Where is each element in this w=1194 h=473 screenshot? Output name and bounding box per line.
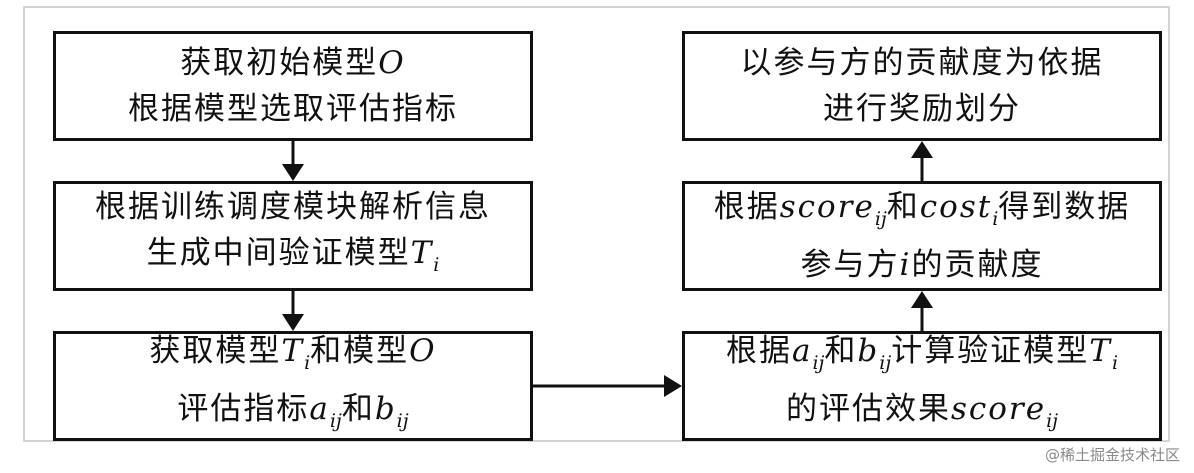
step-5-var-i: i bbox=[899, 247, 912, 283]
arrowhead-up-1 bbox=[911, 291, 933, 308]
step-3-text-b: 和模型 bbox=[310, 333, 410, 369]
step-4-text-c: 计算验证模型 bbox=[891, 333, 1090, 369]
step-1-text: 获取初始模型 bbox=[180, 45, 379, 81]
arrowhead-down-1 bbox=[282, 164, 304, 181]
step-3-sub-i: i bbox=[304, 352, 311, 374]
step-4-sub-ij: ij bbox=[812, 352, 825, 374]
arrowhead-right bbox=[664, 375, 682, 397]
arrowhead-up-2 bbox=[911, 141, 933, 158]
step-3-var-a: a bbox=[309, 391, 330, 427]
step-4-sub-i: i bbox=[1111, 352, 1119, 374]
step-3-text-a: 获取模型 bbox=[149, 333, 282, 369]
step-3-line-2: 评估指标aij和bij bbox=[177, 386, 408, 444]
step-3-sub-ij-2: ij bbox=[396, 410, 409, 432]
step-4-sub-ij-2: ij bbox=[879, 352, 892, 374]
step-5-text-d: 参与方 bbox=[800, 247, 900, 283]
step-5-text-b: 和 bbox=[886, 189, 920, 225]
step-2-sub: i bbox=[433, 254, 440, 276]
step-3-sub-ij: ij bbox=[329, 410, 342, 432]
step-contribution: 根据scoreij和costi得到数据 参与方i的贡献度 bbox=[682, 181, 1162, 291]
step-4-text-d: 的评估效果 bbox=[785, 391, 951, 427]
step-4-var-a: a bbox=[791, 333, 813, 369]
step-3-var-t: T bbox=[281, 333, 305, 369]
step-5-sub-i: i bbox=[992, 208, 999, 230]
step-6-line-1: 以参与方的贡献度为依据 bbox=[740, 45, 1104, 81]
step-4-text-a: 根据 bbox=[725, 333, 792, 369]
step-get-metrics: 获取模型Ti和模型O 评估指标aij和bij bbox=[53, 331, 533, 441]
step-5-line-1: 根据scoreij和costi得到数据 bbox=[714, 184, 1131, 242]
step-2-line-2: 生成中间验证模型Ti bbox=[147, 230, 440, 288]
step-compute-score: 根据aij和bij计算验证模型Ti 的评估效果scoreij bbox=[682, 331, 1162, 441]
step-4-var-score: score bbox=[950, 391, 1047, 427]
step-3-text-d: 和 bbox=[341, 391, 375, 427]
arrowhead-down-2 bbox=[282, 314, 304, 331]
step-1-var: O bbox=[378, 45, 406, 81]
step-4-line-1: 根据aij和bij计算验证模型Ti bbox=[726, 328, 1118, 386]
step-1-line-2: 根据模型选取评估指标 bbox=[128, 91, 458, 127]
step-4-sub-ij-3: ij bbox=[1046, 410, 1059, 432]
step-2-text: 生成中间验证模型 bbox=[146, 235, 411, 271]
step-5-sub-ij: ij bbox=[874, 208, 887, 230]
step-3-line-1: 获取模型Ti和模型O bbox=[149, 328, 436, 386]
step-2-var: T bbox=[410, 235, 434, 271]
step-4-line-2: 的评估效果scoreij bbox=[786, 386, 1058, 444]
step-3-var-b: b bbox=[374, 391, 397, 427]
step-reward-division: 以参与方的贡献度为依据 进行奖励划分 bbox=[682, 31, 1162, 141]
step-4-var-t: T bbox=[1089, 333, 1112, 369]
step-generate-validation-model: 根据训练调度模块解析信息 生成中间验证模型Ti bbox=[53, 181, 533, 291]
diagram-frame bbox=[23, 6, 1170, 442]
step-5-text-c: 得到数据 bbox=[998, 189, 1131, 225]
step-1-line-1: 获取初始模型O bbox=[180, 40, 405, 86]
step-5-var-cost: cost bbox=[919, 189, 993, 225]
watermark: @稀土掘金技术社区 bbox=[1044, 446, 1180, 464]
step-3-text-c: 评估指标 bbox=[177, 391, 310, 427]
step-get-initial-model: 获取初始模型O 根据模型选取评估指标 bbox=[53, 31, 533, 141]
step-5-text-a: 根据 bbox=[713, 189, 780, 225]
step-3-var-o: O bbox=[409, 333, 437, 369]
step-5-var-score: score bbox=[779, 189, 875, 225]
step-5-line-2: 参与方i的贡献度 bbox=[801, 242, 1044, 288]
step-5-text-e: 的贡献度 bbox=[911, 247, 1044, 283]
step-4-text-b: 和 bbox=[824, 333, 858, 369]
step-4-var-b: b bbox=[857, 333, 880, 369]
step-6-line-2: 进行奖励划分 bbox=[823, 91, 1021, 127]
step-2-line-1: 根据训练调度模块解析信息 bbox=[95, 189, 491, 225]
